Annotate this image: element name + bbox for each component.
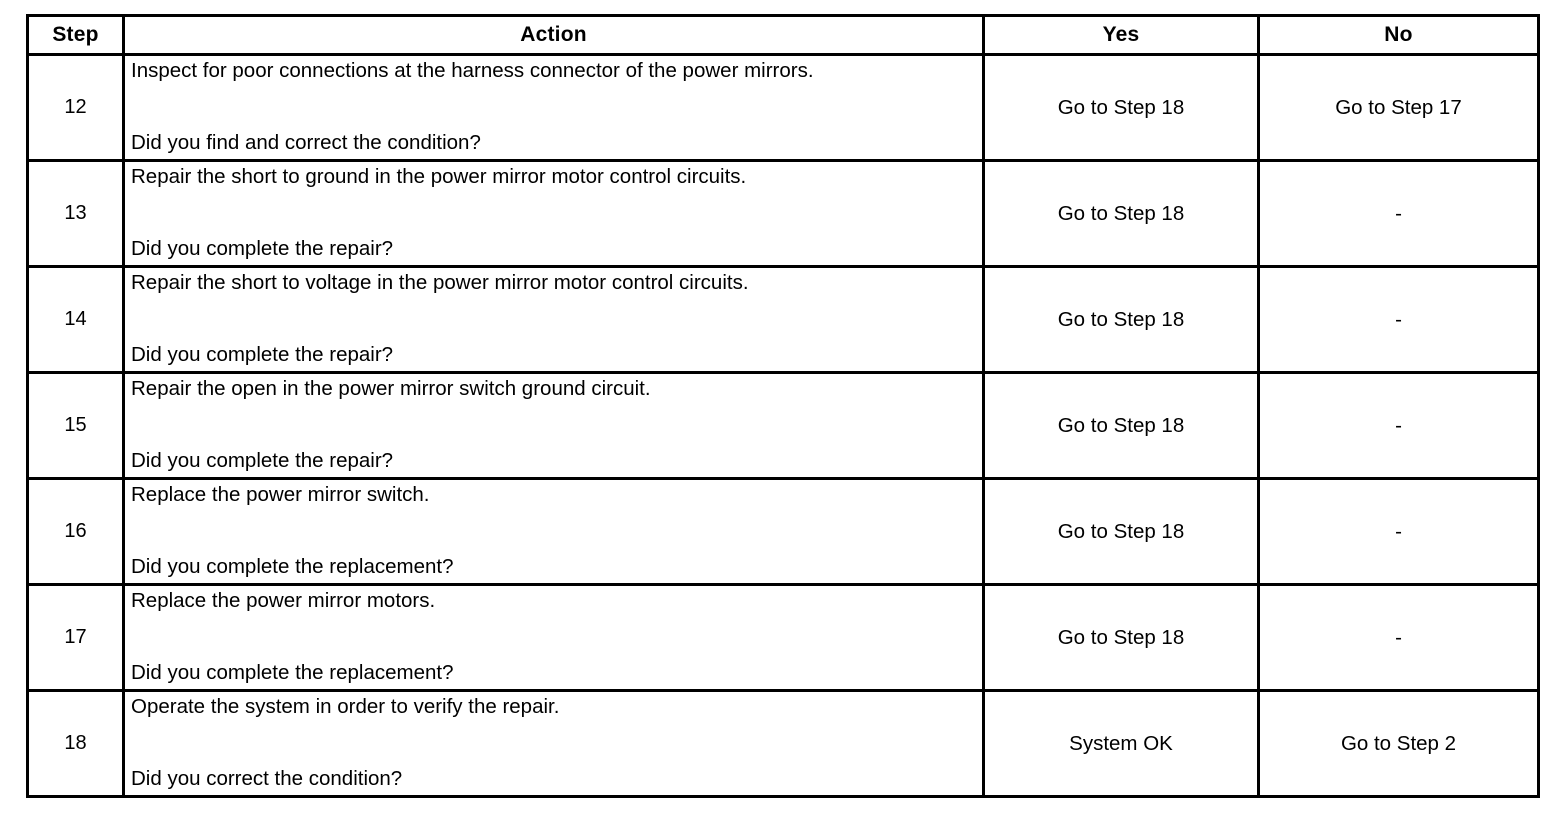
action-question: Did you complete the repair?: [131, 449, 394, 472]
cell-yes: Go to Step 18: [982, 477, 1260, 586]
cell-yes: Go to Step 18: [982, 159, 1260, 268]
cell-yes: Go to Step 18: [982, 265, 1260, 374]
column-header-step: Step: [26, 14, 125, 56]
action-statement: Repair the open in the power mirror swit…: [131, 377, 651, 400]
action-question: Did you complete the replacement?: [131, 555, 454, 578]
column-header-no: No: [1257, 14, 1540, 56]
action-stack: Replace the power mirror switch. Did you…: [125, 480, 982, 583]
action-stack: Repair the short to ground in the power …: [125, 162, 982, 265]
cell-action: Repair the short to ground in the power …: [122, 159, 985, 268]
action-stack: Repair the open in the power mirror swit…: [125, 374, 982, 477]
cell-no: -: [1257, 583, 1540, 692]
no-branch-text: -: [1395, 413, 1402, 437]
action-question: Did you complete the repair?: [131, 343, 394, 366]
cell-action: Repair the open in the power mirror swit…: [122, 371, 985, 480]
diagnostic-procedure-table: Step Action Yes No 12 Inspect for poor c…: [26, 14, 1540, 798]
cell-action: Repair the short to voltage in the power…: [122, 265, 985, 374]
table-header: Step Action Yes No: [26, 14, 1540, 56]
table-row: 12 Inspect for poor connections at the h…: [26, 53, 1540, 162]
cell-yes: Go to Step 18: [982, 53, 1260, 162]
action-statement: Repair the short to ground in the power …: [131, 165, 747, 188]
action-statement: Replace the power mirror motors.: [131, 589, 436, 612]
yes-branch-text: Go to Step 18: [1057, 201, 1185, 225]
column-header-yes: Yes: [982, 14, 1260, 56]
cell-step: 13: [26, 159, 125, 268]
cell-step: 14: [26, 265, 125, 374]
no-branch-text: -: [1395, 307, 1402, 331]
cell-action: Operate the system in order to verify th…: [122, 689, 985, 798]
cell-step: 12: [26, 53, 125, 162]
column-header-action: Action: [122, 14, 985, 56]
action-question: Did you complete the repair?: [131, 237, 394, 260]
yes-branch-text: Go to Step 18: [1057, 519, 1185, 543]
no-branch-text: -: [1395, 625, 1402, 649]
cell-no: -: [1257, 159, 1540, 268]
cell-step: 15: [26, 371, 125, 480]
yes-branch-text: Go to Step 18: [1057, 413, 1185, 437]
table-header-row: Step Action Yes No: [26, 14, 1540, 56]
action-statement: Inspect for poor connections at the harn…: [131, 59, 814, 82]
action-stack: Inspect for poor connections at the harn…: [125, 56, 982, 159]
action-statement: Replace the power mirror switch.: [131, 483, 430, 506]
cell-action: Replace the power mirror switch. Did you…: [122, 477, 985, 586]
cell-yes: System OK: [982, 689, 1260, 798]
cell-no: -: [1257, 477, 1540, 586]
yes-branch-text: Go to Step 18: [1057, 95, 1185, 119]
table-body: 12 Inspect for poor connections at the h…: [26, 53, 1540, 798]
yes-branch-text: Go to Step 18: [1057, 307, 1185, 331]
table-row: 17 Replace the power mirror motors. Did …: [26, 583, 1540, 692]
no-branch-text: -: [1395, 519, 1402, 543]
cell-no: -: [1257, 371, 1540, 480]
action-stack: Replace the power mirror motors. Did you…: [125, 586, 982, 689]
cell-yes: Go to Step 18: [982, 371, 1260, 480]
action-statement: Repair the short to voltage in the power…: [131, 271, 749, 294]
no-branch-text: -: [1395, 201, 1402, 225]
cell-step: 18: [26, 689, 125, 798]
no-branch-text: Go to Step 2: [1340, 731, 1457, 755]
action-question: Did you correct the condition?: [131, 767, 403, 790]
cell-step: 17: [26, 583, 125, 692]
cell-no: Go to Step 17: [1257, 53, 1540, 162]
action-question: Did you complete the replacement?: [131, 661, 454, 684]
cell-action: Inspect for poor connections at the harn…: [122, 53, 985, 162]
table-row: 18 Operate the system in order to verify…: [26, 689, 1540, 798]
action-stack: Operate the system in order to verify th…: [125, 692, 982, 795]
action-question: Did you find and correct the condition?: [131, 131, 481, 154]
yes-branch-text: Go to Step 18: [1057, 625, 1185, 649]
table-row: 15 Repair the open in the power mirror s…: [26, 371, 1540, 480]
action-stack: Repair the short to voltage in the power…: [125, 268, 982, 371]
table-row: 16 Replace the power mirror switch. Did …: [26, 477, 1540, 586]
cell-yes: Go to Step 18: [982, 583, 1260, 692]
action-statement: Operate the system in order to verify th…: [131, 695, 560, 718]
cell-no: Go to Step 2: [1257, 689, 1540, 798]
no-branch-text: Go to Step 17: [1335, 95, 1462, 119]
cell-action: Replace the power mirror motors. Did you…: [122, 583, 985, 692]
cell-step: 16: [26, 477, 125, 586]
yes-branch-text: System OK: [1069, 731, 1173, 755]
table-row: 14 Repair the short to voltage in the po…: [26, 265, 1540, 374]
table-row: 13 Repair the short to ground in the pow…: [26, 159, 1540, 268]
cell-no: -: [1257, 265, 1540, 374]
